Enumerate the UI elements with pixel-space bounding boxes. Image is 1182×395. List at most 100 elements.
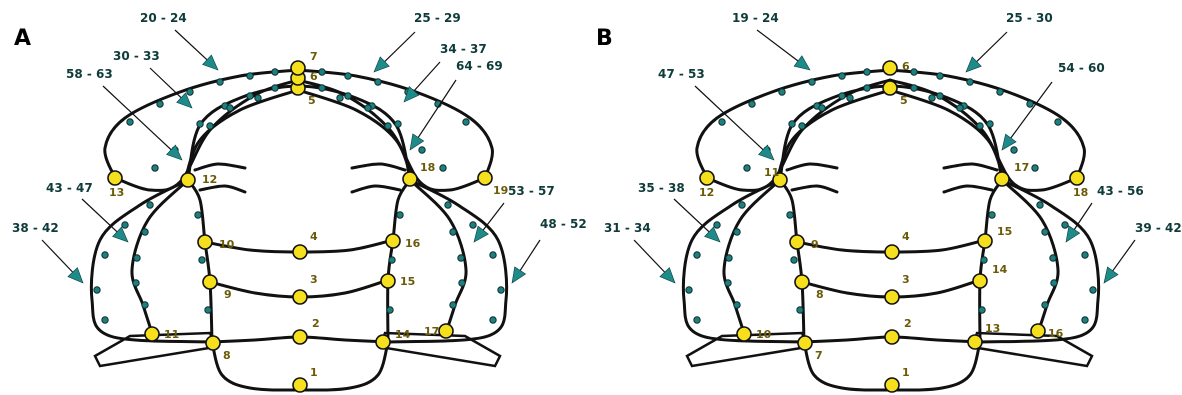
arc-inner-right: [296, 88, 414, 182]
landmark-number: 17: [424, 325, 439, 338]
semilandmark: [206, 122, 214, 130]
semilandmark: [986, 120, 994, 128]
landmark-number: 12: [699, 186, 714, 199]
wing-outer-left: [89, 178, 212, 344]
semilandmark: [976, 122, 984, 130]
range-arrow: [41, 239, 84, 284]
range-label: 43 - 47: [46, 181, 93, 195]
landmark-number: 9: [811, 238, 819, 251]
semilandmark: [132, 279, 140, 287]
semilandmark: [936, 92, 944, 100]
range-arrow-head: [202, 54, 219, 71]
semilandmark: [216, 78, 224, 86]
landmark-number: 14: [395, 328, 411, 341]
range-label: 38 - 42: [12, 221, 59, 235]
landmark-17: [994, 171, 1010, 187]
landmark-number: 12: [202, 173, 217, 186]
semilandmark: [838, 92, 846, 100]
semilandmark: [846, 94, 854, 102]
range-label: 43 - 56: [1097, 184, 1144, 198]
semilandmark: [1050, 279, 1058, 287]
semilandmark: [980, 256, 988, 264]
landmark-14: [972, 273, 988, 289]
range-arrow: [81, 198, 129, 243]
range-arrow: [673, 198, 721, 243]
landmark-number: 10: [219, 238, 235, 251]
arc-mid-left: [705, 78, 892, 192]
landmark-1: [292, 377, 308, 393]
arc-mid-left: [113, 78, 300, 192]
semilandmark: [418, 146, 426, 154]
landmark-number: 13: [985, 322, 1000, 335]
range-arrow-shaft: [694, 85, 764, 151]
landmark-9: [202, 274, 218, 290]
landmark-number: 5: [308, 94, 316, 107]
landmark-number: 8: [816, 288, 824, 301]
landmark-3: [292, 289, 308, 305]
range-arrow-shaft: [174, 29, 208, 61]
range-arrow-shaft: [413, 61, 441, 92]
semilandmark: [386, 306, 394, 314]
landmark-10: [736, 326, 752, 342]
semilandmark: [1036, 201, 1044, 209]
range-arrow-shaft: [81, 198, 118, 233]
landmark-number: 16: [1048, 327, 1064, 340]
range-arrow: [694, 85, 775, 161]
semilandmark: [396, 211, 404, 219]
landmark-2: [292, 329, 308, 345]
semilandmark: [186, 88, 194, 96]
range-arrow-shaft: [673, 198, 710, 233]
semilandmark: [733, 228, 741, 236]
landmark-10: [197, 234, 213, 250]
range-arrow: [373, 31, 416, 73]
semilandmark: [439, 164, 447, 172]
semilandmark: [384, 122, 392, 130]
semilandmark: [121, 221, 129, 229]
whisker-l2: [198, 184, 247, 194]
range-arrow-shaft: [149, 67, 182, 99]
semilandmark: [457, 254, 465, 262]
wing-inner-left: [722, 178, 782, 335]
range-arrow-shaft: [1073, 202, 1093, 230]
semilandmark: [458, 279, 466, 287]
whisker-r1: [350, 162, 407, 172]
landmark-number: 9: [224, 288, 232, 301]
semilandmark: [1089, 286, 1097, 294]
range-label: 31 - 34: [604, 221, 651, 235]
semilandmark: [910, 84, 918, 92]
range-label: 35 - 38: [638, 181, 685, 195]
semilandmark: [394, 120, 402, 128]
semilandmark: [910, 68, 918, 76]
semilandmark: [693, 251, 701, 259]
semilandmark: [778, 88, 786, 96]
range-label: 30 - 33: [113, 49, 160, 63]
range-label: 19 - 24: [732, 11, 779, 25]
wing-inner-right: [408, 178, 468, 335]
range-arrow-head: [704, 226, 721, 243]
landmark-4: [884, 244, 900, 260]
semilandmark: [743, 164, 751, 172]
landmark-6: [882, 60, 898, 76]
semilandmark: [685, 286, 693, 294]
range-label: 39 - 42: [1135, 221, 1182, 235]
range-arrow: [403, 61, 441, 103]
landmark-number: 11: [164, 328, 179, 341]
semilandmark: [196, 120, 204, 128]
range-arrow: [174, 29, 219, 71]
semilandmark: [863, 84, 871, 92]
semilandmark: [966, 78, 974, 86]
range-arrow-shaft: [756, 29, 799, 62]
arc-inner-left: [183, 88, 300, 182]
landmark-number: 17: [1014, 161, 1029, 174]
landmark-number: 5: [900, 94, 908, 107]
range-arrow-head: [793, 55, 811, 71]
landmark-number: 2: [904, 317, 912, 330]
semilandmark: [151, 164, 159, 172]
range-arrow: [149, 67, 193, 109]
landmark-number: 18: [1073, 186, 1088, 199]
whisker-r2: [350, 184, 402, 194]
range-arrow-head: [112, 226, 129, 243]
semilandmark: [956, 104, 964, 112]
